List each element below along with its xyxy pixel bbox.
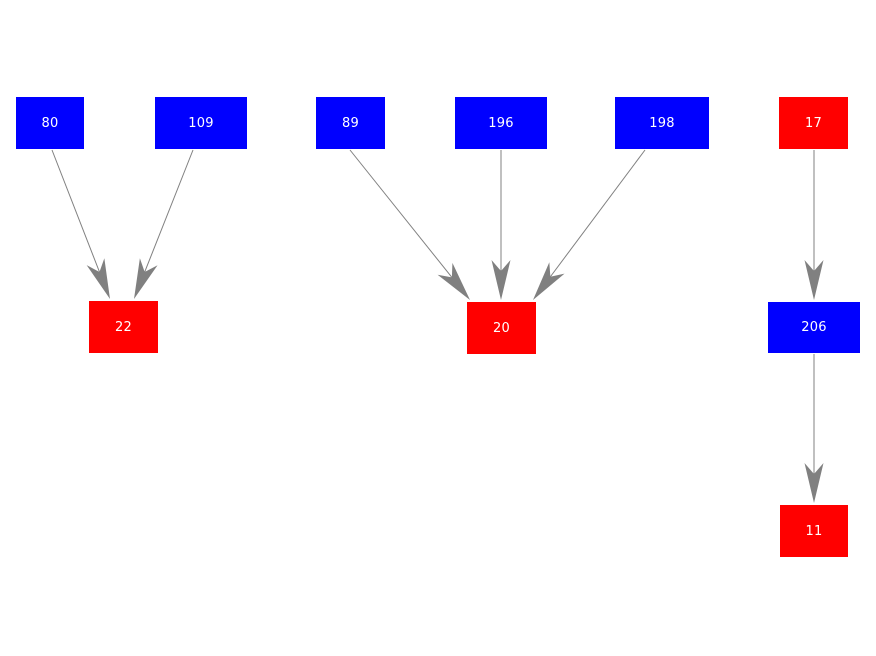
graph-node-label: 17 [805, 115, 822, 131]
edge-arrowhead-icon [804, 260, 824, 300]
graph-node[interactable]: 22 [89, 301, 158, 353]
graph-node-label: 198 [649, 115, 675, 131]
edge-line [51, 149, 103, 279]
edge-arrowhead-icon [134, 258, 158, 299]
edge-arrowhead-icon [533, 262, 565, 300]
graph-node-label: 89 [342, 115, 359, 131]
graph-node[interactable]: 198 [615, 97, 709, 149]
graph-node[interactable]: 80 [16, 97, 84, 149]
graph-node-label: 196 [488, 115, 514, 131]
graph-edge [134, 149, 194, 299]
edge-line [349, 149, 457, 284]
edge-line [141, 149, 194, 279]
graph-node[interactable]: 17 [779, 97, 848, 149]
graph-edge [349, 149, 470, 300]
edge-arrowhead-icon [491, 260, 511, 300]
graph-node[interactable]: 20 [467, 302, 536, 354]
graph-node[interactable]: 206 [768, 302, 860, 353]
graph-edge [51, 149, 110, 299]
graph-node-label: 80 [41, 115, 59, 131]
graph-node-label: 206 [801, 320, 827, 335]
graph-node[interactable]: 89 [316, 97, 385, 149]
graph-node[interactable]: 196 [455, 97, 547, 149]
graph-edge [491, 150, 511, 300]
graph-edge [804, 150, 824, 300]
graph-edge [533, 149, 646, 300]
graph-edge [804, 354, 824, 503]
graph-node-label: 22 [115, 319, 132, 335]
graph-node[interactable]: 11 [780, 505, 848, 557]
graph-node[interactable]: 109 [155, 97, 247, 149]
edge-arrowhead-icon [86, 258, 110, 299]
graph-node-label: 109 [188, 115, 214, 131]
edge-arrowhead-icon [437, 262, 470, 300]
edge-arrowhead-icon [804, 463, 824, 503]
edge-line [545, 149, 646, 283]
graph-node-label: 11 [805, 523, 823, 539]
graph-node-label: 20 [493, 320, 510, 336]
